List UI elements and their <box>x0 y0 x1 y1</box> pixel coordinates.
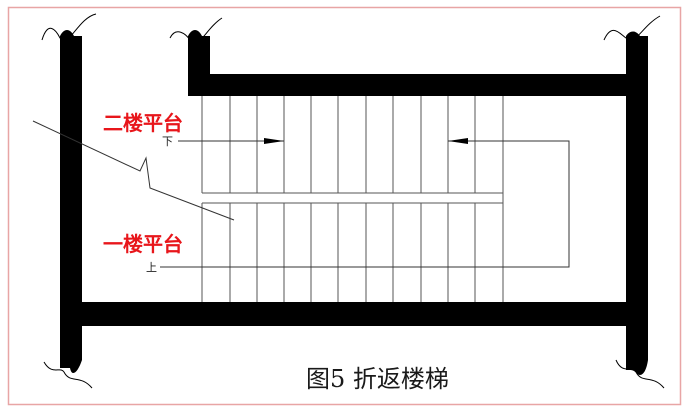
figure-caption: 图5 折返楼梯 <box>306 365 449 393</box>
down-arrow-icon <box>264 138 284 144</box>
top-wall <box>188 30 648 96</box>
left-wall <box>60 30 82 374</box>
section-cut-line <box>32 120 235 221</box>
up-arrow-icon <box>448 138 468 144</box>
left-top-break <box>41 13 97 41</box>
down-mark: 下 <box>162 135 173 148</box>
left-bottom-break <box>43 361 93 389</box>
arrowheads <box>264 138 468 144</box>
lower-landing-label: 一楼平台 <box>103 232 183 256</box>
stair-treads <box>201 96 504 302</box>
top-right-break <box>603 15 661 41</box>
wall-break-marks <box>41 13 665 389</box>
direction-lines <box>160 140 570 268</box>
walls <box>60 30 648 375</box>
top-left-break <box>169 17 223 44</box>
right-bottom-break <box>615 359 665 389</box>
up-direction-line <box>160 140 570 268</box>
right-wall <box>626 96 648 375</box>
up-mark: 上 <box>146 261 157 274</box>
stair-well <box>202 192 504 204</box>
upper-landing-label: 二楼平台 <box>103 111 183 135</box>
frame-border <box>7 6 682 406</box>
bottom-wall <box>60 302 648 326</box>
